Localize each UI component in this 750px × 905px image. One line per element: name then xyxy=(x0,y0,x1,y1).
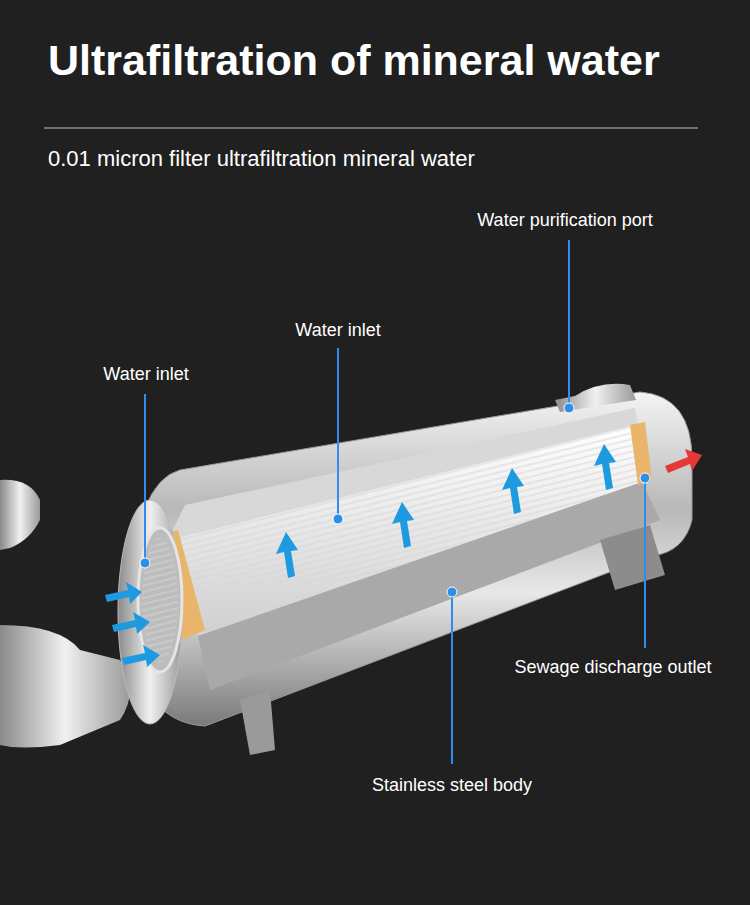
outlet-fitting xyxy=(600,525,665,590)
subtitle: 0.01 micron filter ultrafiltration miner… xyxy=(48,146,475,172)
part-label: Water inlet xyxy=(103,364,188,385)
part-label: Water purification port xyxy=(477,210,652,231)
clamp-part xyxy=(0,625,130,748)
end-face-fibres xyxy=(142,538,178,662)
flow-arrows xyxy=(105,444,616,667)
leader-lines xyxy=(145,240,645,764)
divider-line xyxy=(44,127,698,129)
potting-strip xyxy=(630,422,652,485)
clamp-part xyxy=(0,480,40,550)
end-flange xyxy=(118,500,182,724)
part-label: Stainless steel body xyxy=(372,775,532,796)
leader-dots xyxy=(140,403,650,597)
part-label: Sewage discharge outlet xyxy=(514,657,711,678)
part-label: Water inlet xyxy=(295,320,380,341)
purification-port xyxy=(555,384,636,412)
discharge-arrow xyxy=(665,449,702,473)
page-title: Ultrafiltration of mineral water xyxy=(48,36,660,85)
support-foot xyxy=(240,690,275,755)
